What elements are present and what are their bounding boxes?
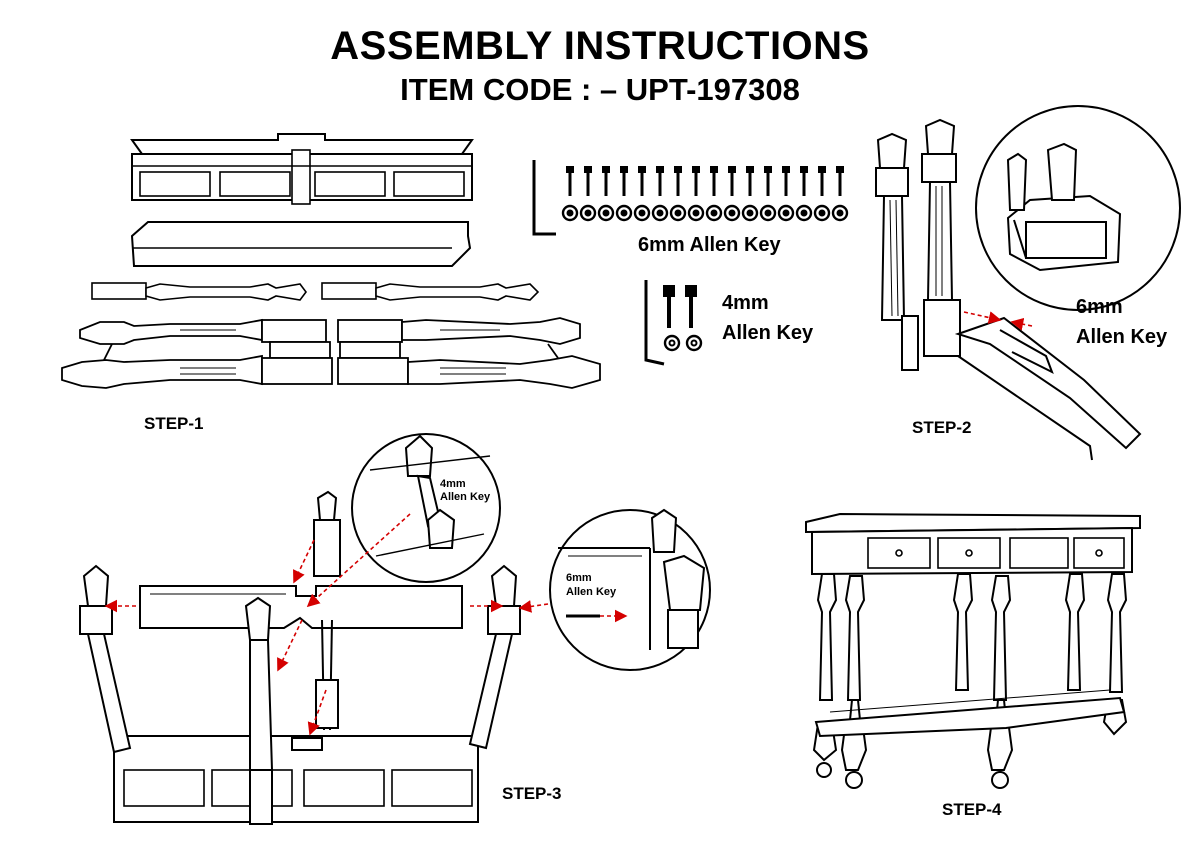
step4-label: STEP-4 xyxy=(942,800,1002,819)
step2-arrow xyxy=(963,311,1002,324)
hardware-screws-4mm xyxy=(644,280,703,366)
step3-detail-4mm-label: Allen Key xyxy=(440,491,491,503)
allen-key-4mm-size: 4mm xyxy=(722,292,769,314)
step2-drawing xyxy=(875,118,1142,461)
step3-arrows xyxy=(104,513,628,736)
page-title: ASSEMBLY INSTRUCTIONS xyxy=(330,24,870,68)
step3-detail-4mm-size: 4mm xyxy=(440,478,466,490)
allen-key-4mm-label: Allen Key xyxy=(722,322,814,344)
step3-drawing xyxy=(79,490,521,825)
allen-key-6mm-label: 6mm Allen Key xyxy=(638,234,781,256)
step3-detail-circle-4mm xyxy=(351,433,501,583)
hardware-screws-6mm xyxy=(532,160,849,236)
step3-detail-6mm-size: 6mm xyxy=(566,572,592,584)
step2-allen-label: Allen Key xyxy=(1076,326,1168,348)
step3-detail-circle-6mm xyxy=(549,508,711,671)
step2-arrow-b xyxy=(1010,317,1033,331)
step2-label: STEP-2 xyxy=(912,418,972,437)
item-code: ITEM CODE : – UPT-197308 xyxy=(400,72,800,107)
step1-drawing xyxy=(61,133,601,389)
step2-detail-circle xyxy=(975,105,1181,311)
step3-detail-6mm-label: Allen Key xyxy=(566,586,617,598)
step2-allen-size: 6mm xyxy=(1076,296,1123,318)
step4-drawing xyxy=(805,512,1141,789)
step3-label: STEP-3 xyxy=(502,784,562,803)
step1-label: STEP-1 xyxy=(144,414,204,433)
